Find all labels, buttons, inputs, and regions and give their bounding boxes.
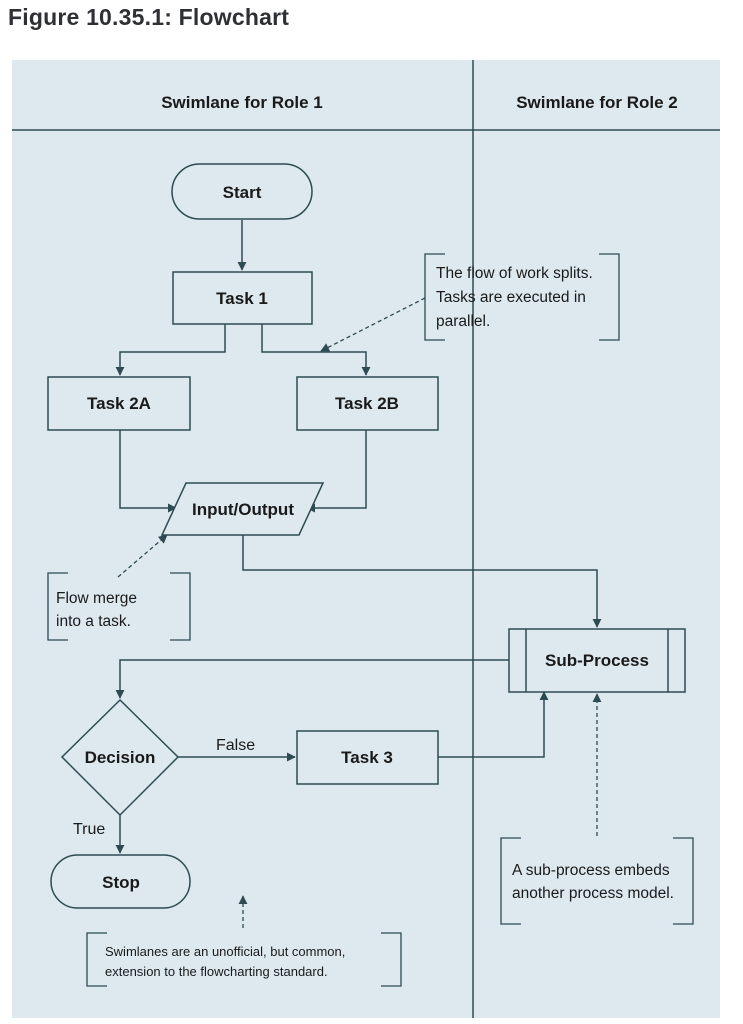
decision-label: Decision [85,748,156,767]
start-label: Start [223,183,262,202]
annotation-swimlanes-line-1: Swimlanes are an unofficial, but common, [105,944,345,959]
task2a-box [47,376,191,431]
edge-task2b-io [306,430,367,513]
input-output-parallelogram [160,482,325,536]
annotation-swimlanes: Swimlanes are an unofficial, but common,… [86,932,402,987]
stop-terminal [50,854,191,909]
subprocess-label: Sub-Process [545,651,649,670]
task1-box [172,271,313,325]
annotation-merge-line-1: Flow merge [56,590,137,607]
stop-label: Stop [102,873,140,892]
figure-title: Figure 10.35.1: Flowchart [8,4,290,30]
annotation-merge: Flow merge into a task. [47,572,191,641]
task2b-label: Task 2B [335,394,399,413]
task2a-label: Task 2A [87,394,151,413]
input-output-label: Input/Output [192,500,294,519]
edge-io-subprocess [242,535,602,628]
edge-task1-task2b [261,324,371,376]
annotation-split-line-3: parallel. [436,313,490,330]
decision-diamond [60,698,180,817]
annotation-subprocess: A sub-process embeds another process mod… [500,837,694,925]
annotation-split-pointer [320,297,426,352]
task3-box [296,730,439,785]
annotation-split-line-2: Tasks are executed in [436,289,586,306]
start-terminal [171,163,313,220]
annotation-split-line-1: The flow of work splits. [436,265,593,282]
connectors [115,220,602,854]
true-edge-label: True [73,821,105,838]
task2b-box [296,376,439,431]
task3-label: Task 3 [341,748,393,767]
annotation-merge-line-2: into a task. [56,613,131,630]
annotation-merge-pointer [117,534,168,578]
edge-subprocess-decision [115,659,509,699]
annotation-subprocess-line-1: A sub-process embeds [512,862,670,879]
edge-task1-task2a [115,324,226,376]
task1-label: Task 1 [216,289,268,308]
annotation-subprocess-line-2: another process model. [512,885,674,902]
false-edge-label: False [216,737,255,754]
edge-task2a-io [119,430,177,513]
edge-task3-subprocess [438,691,549,758]
swimlane-role-2-label: Swimlane for Role 2 [516,93,678,112]
swimlane-role-1-label: Swimlane for Role 1 [161,93,323,112]
annotation-split: The flow of work splits. Tasks are execu… [424,253,620,341]
annotation-swimlanes-line-2: extension to the flowcharting standard. [105,964,328,979]
subprocess-box [508,628,686,693]
